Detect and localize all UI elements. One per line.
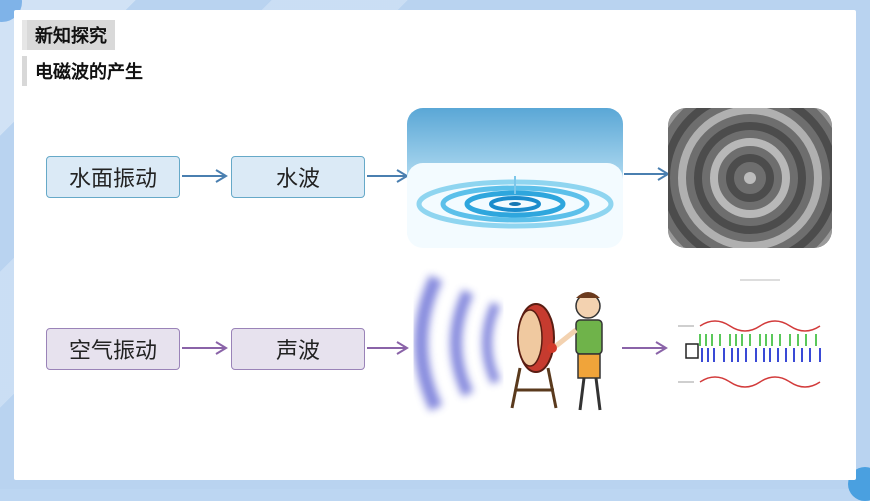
water-wave-box: 水波	[231, 156, 365, 198]
air-vibration-box: 空气振动	[46, 328, 180, 370]
water-ripple-image	[407, 108, 623, 248]
wave-pattern-image	[668, 108, 832, 248]
arrow-icon	[624, 167, 670, 181]
sound-compression-diagram	[670, 272, 834, 392]
arrow-icon	[182, 341, 228, 355]
arrow-icon	[182, 169, 228, 183]
drum-sound-image	[414, 275, 603, 411]
arrow-icon	[622, 341, 668, 355]
section-tag: 新知探究	[22, 20, 115, 50]
sound-wave-box: 声波	[231, 328, 365, 370]
arrow-icon	[367, 341, 409, 355]
page-title: 电磁波的产生	[22, 56, 151, 86]
arrow-icon	[367, 169, 409, 183]
water-vibration-box: 水面振动	[46, 156, 180, 198]
